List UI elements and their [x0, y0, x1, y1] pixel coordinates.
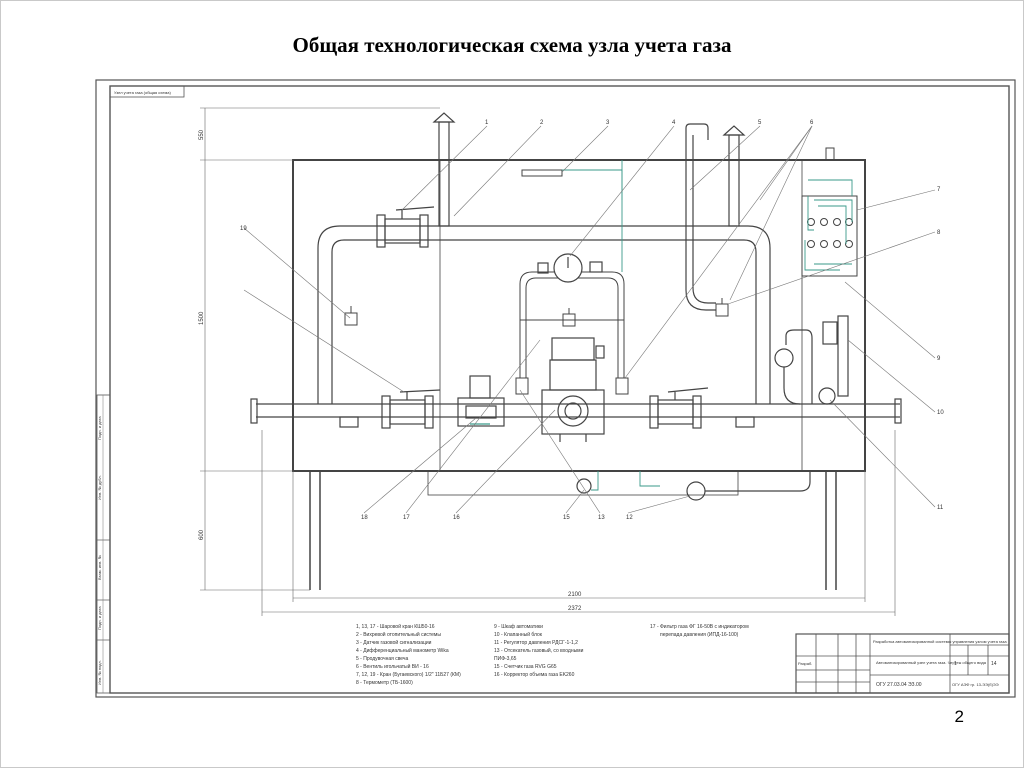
- legend-item: 17 - Фильтр газа ФГ 16-50В с индикатором: [650, 624, 749, 630]
- callout-4: 4: [672, 120, 676, 126]
- leader-lines: [243, 125, 936, 514]
- legend-item: перепада давления (ИПД-16-100): [660, 632, 739, 638]
- ball-valve-left: [381, 389, 441, 429]
- legend-item: 16 - Корректор объема газа EK260: [494, 672, 575, 678]
- callout-13: 13: [598, 515, 605, 521]
- gas-filter: [457, 375, 505, 427]
- title-block: [795, 633, 1010, 694]
- needle-valve: [344, 298, 729, 327]
- pressure-regulator: [774, 315, 849, 405]
- legend-item: 4 - Дифференциальный манометр Wika: [356, 647, 449, 654]
- callout-19: 19: [240, 226, 247, 232]
- callout-1: 1: [485, 120, 489, 126]
- callout-5: 5: [758, 120, 762, 126]
- vent-candle-right: [685, 123, 746, 311]
- ball-valve-right: [649, 387, 709, 429]
- legend-item: 11 - Регулятор давления РДСГ-1-1,2: [494, 640, 578, 646]
- callout-8: 8: [937, 230, 941, 236]
- callout-7: 7: [937, 187, 941, 193]
- gas-sensor: [521, 169, 563, 177]
- dim-height-top: 550: [199, 129, 205, 140]
- callout-9: 9: [937, 356, 941, 362]
- legend-item: 6 - Вентиль игольчатый ВИ - 16: [356, 663, 429, 670]
- side-label-4: Подп. и дата: [97, 606, 102, 630]
- bottom-gauges: [576, 472, 811, 501]
- legend-item: 3 - Датчик газовой сигнализации: [356, 639, 432, 646]
- dim-height-mid: 1500: [199, 311, 205, 325]
- callout-12: 12: [626, 515, 633, 521]
- callout-17: 17: [403, 515, 410, 521]
- legend-item: 10 - Клапанный блок: [494, 631, 543, 638]
- legend-item: 7, 12, 19 - Кран (Бугаевского) 1/2" 11Б2…: [356, 672, 461, 678]
- legend-item: 8 - Термометр (ТБ-1600): [356, 680, 413, 686]
- automation-cabinet: [801, 147, 858, 277]
- sheet-outer-frame: [95, 79, 1016, 698]
- dim-frame-width: 2100: [568, 592, 582, 598]
- gas-meter: [541, 337, 605, 442]
- callout-10: 10: [937, 410, 944, 416]
- callout-6: 6: [810, 120, 814, 126]
- dim-total-width: 2372: [568, 606, 582, 612]
- impulse-lines: [515, 271, 629, 395]
- callout-15: 15: [563, 515, 570, 521]
- top-stamp-text: Узел учета газа (общая схема): [114, 90, 171, 95]
- dimension-lines: [200, 107, 896, 616]
- vent-candle-left: [432, 112, 456, 227]
- legend-column-3: 17 - Фильтр газа ФГ 16-50В с индикатором…: [650, 624, 749, 638]
- bypass-loop: [317, 225, 771, 404]
- callout-3: 3: [606, 120, 610, 126]
- side-strip: [96, 394, 111, 694]
- legend-item: 1, 13, 17 - Шаровой кран КШ50-16: [356, 623, 435, 630]
- side-label-5: Инв. № подл.: [97, 660, 102, 685]
- legend-item: 13 - Отсекатель газовый, со входными: [494, 647, 584, 654]
- callout-18: 18: [361, 515, 368, 521]
- side-label-2: Инв. № дубл.: [97, 475, 102, 500]
- dim-height-bottom: 600: [199, 529, 205, 540]
- sheet-inner-frame: [109, 85, 1010, 694]
- top-stamp-box: [109, 85, 185, 98]
- title-block-sheets: 14: [991, 661, 997, 667]
- title-block-sheet: 1: [954, 661, 957, 667]
- legend-item: 9 - Шкаф автоматики: [494, 624, 543, 630]
- legend-item: 5 - Продувочная свеча: [356, 656, 409, 662]
- side-label-3: Взам. инв. №: [97, 555, 102, 580]
- legend-item: 2 - Вихревой отопительный системы: [356, 631, 441, 638]
- title-block-code: ОГУ 27.03.04 ЭЗ.00: [876, 682, 922, 688]
- slide-title: Общая технологическая схема узла учета г…: [292, 33, 732, 57]
- signal-cables: [562, 160, 853, 491]
- callout-11: 11: [937, 505, 944, 511]
- side-label-1: Подп. и дата: [97, 416, 102, 440]
- differential-manometer: [537, 253, 603, 283]
- title-block-sheet-title: Автоматизированный узел учета газа. Черт…: [876, 660, 987, 665]
- legend-item: ПИФ-3,65: [494, 656, 517, 662]
- ball-valve-top: [376, 206, 435, 248]
- page-number: 2: [954, 707, 964, 726]
- callout-2: 2: [540, 120, 544, 126]
- title-block-role: Разраб.: [798, 661, 812, 666]
- legend-item: 15 - Счетчик газа RVG G65: [494, 664, 557, 670]
- cabinet-frame: [292, 159, 866, 590]
- legend-column-2: 9 - Шкаф автоматики 10 - Клапанный блок …: [494, 624, 584, 678]
- legend-column-1: 1, 13, 17 - Шаровой кран КШ50-16 2 - Вих…: [356, 623, 461, 686]
- title-block-project: Разработка автоматизированной системы уп…: [873, 639, 1007, 644]
- callout-16: 16: [453, 515, 460, 521]
- title-block-org: ОГУ АЭФ гр. 13-ЭЭ(б)ЭЭ: [952, 682, 999, 687]
